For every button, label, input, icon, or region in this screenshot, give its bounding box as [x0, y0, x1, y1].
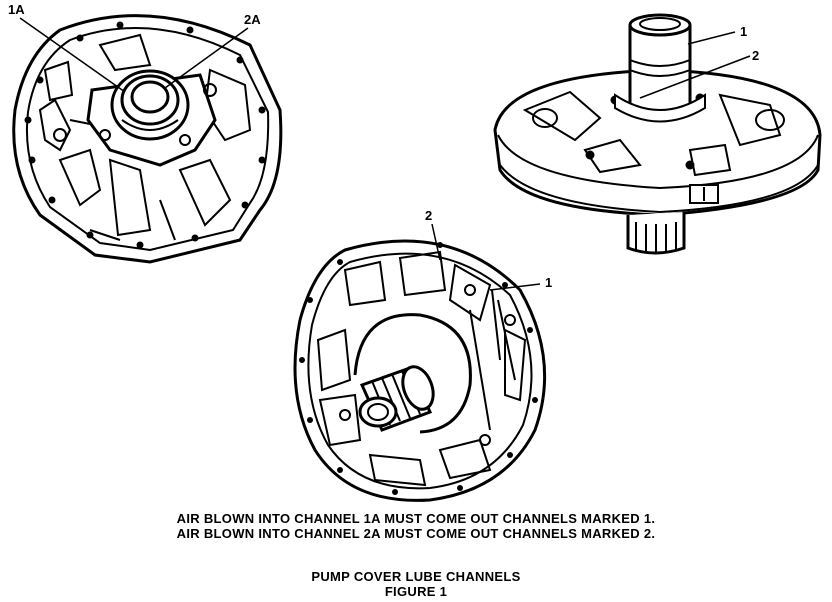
instruction-line-1: AIR BLOWN INTO CHANNEL 1A MUST COME OUT … [176, 511, 656, 526]
instruction-line-2: AIR BLOWN INTO CHANNEL 2A MUST COME OUT … [176, 526, 656, 541]
figure-number: FIGURE 1 [384, 584, 448, 599]
callout-1a: 1A [8, 2, 25, 17]
callout-right-1: 1 [740, 24, 747, 39]
leader-right-1 [687, 31, 736, 45]
callout-2a: 2A [244, 12, 261, 27]
callout-right-2: 2 [752, 48, 759, 63]
figure-title: PUMP COVER LUBE CHANNELS [311, 569, 521, 584]
pump-cover-bottom-view [293, 239, 547, 502]
leader-right-2 [639, 55, 751, 99]
leader-bottom-2 [431, 223, 441, 261]
callout-bottom-2: 2 [425, 208, 432, 223]
pump-assembly-right-view [493, 13, 822, 255]
leader-1a [19, 17, 126, 93]
leader-bottom-1 [489, 283, 541, 291]
pump-cover-left-view [12, 14, 283, 264]
callout-bottom-1: 1 [545, 275, 552, 290]
leader-2a [164, 27, 249, 89]
